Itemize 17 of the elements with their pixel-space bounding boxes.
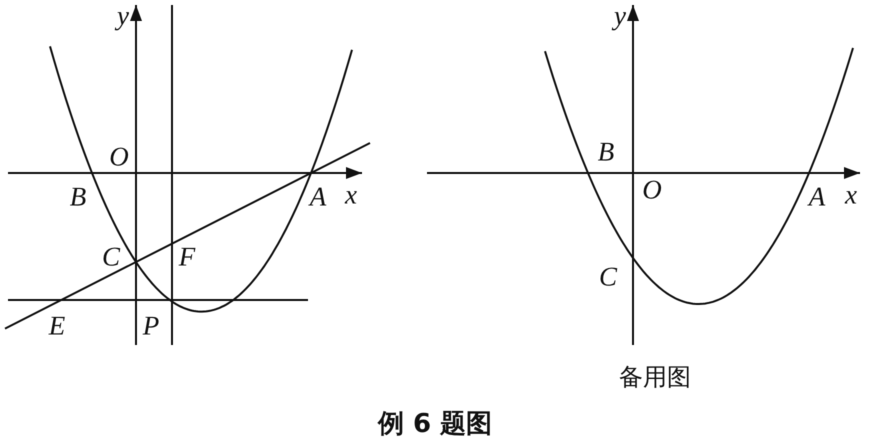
figure-label: 备用图 — [619, 365, 691, 389]
point-label: O — [642, 176, 662, 204]
point-label: O — [109, 144, 129, 170]
point-label: B — [598, 138, 614, 166]
axis-label: y — [117, 2, 129, 30]
axis-label: x — [845, 182, 857, 208]
point-label: A — [310, 184, 326, 210]
axis-label: x — [345, 182, 357, 208]
figure-caption: 例 6 题图 — [378, 411, 492, 437]
point-label: B — [70, 184, 86, 210]
point-label: P — [142, 312, 160, 340]
point-label: E — [48, 312, 66, 340]
point-label: A — [808, 184, 826, 210]
axis-label: y — [614, 2, 626, 30]
point-label: C — [599, 264, 617, 290]
point-label: F — [178, 244, 196, 270]
point-label: C — [102, 244, 120, 270]
